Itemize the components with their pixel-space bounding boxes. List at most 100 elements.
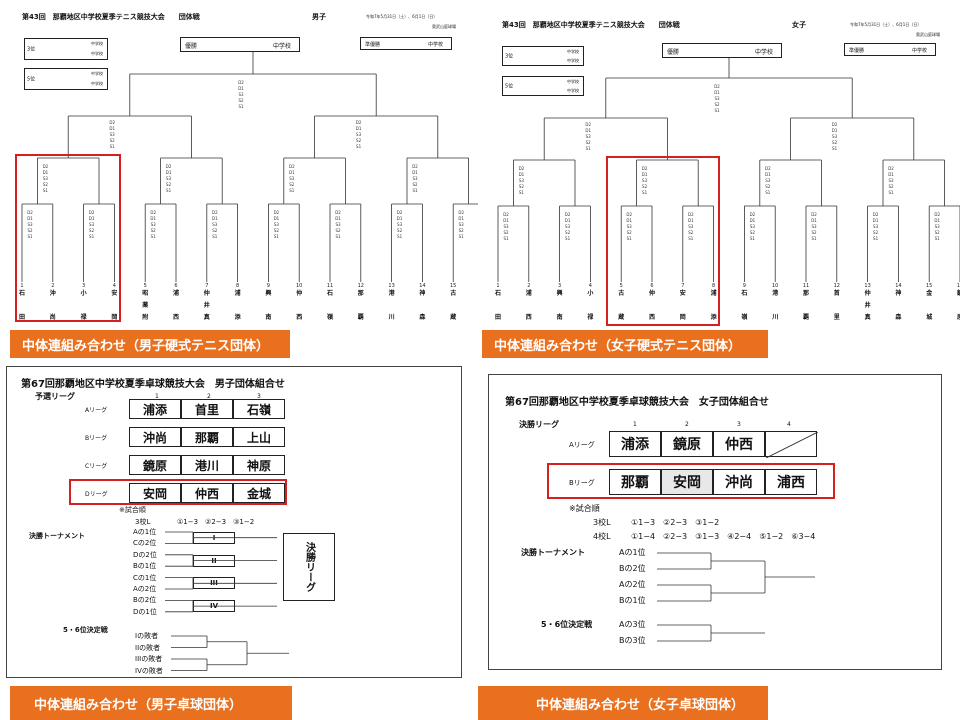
match-score-s1: S1 — [274, 234, 280, 239]
school-top-char: 浦 — [173, 289, 179, 297]
match-score-s3: S3 — [89, 222, 95, 227]
womens-tt-team-cell: 鏡原 — [661, 431, 713, 457]
mens-tennis-gender: 男子 — [312, 13, 326, 21]
match-score-d2: D2 — [356, 120, 362, 125]
match-score-s3: S3 — [356, 132, 362, 137]
school-top-char: 浦 — [235, 289, 241, 297]
match-score-s1: S1 — [335, 234, 341, 239]
match-score-s3: S3 — [811, 224, 817, 229]
womens-third-box: 3位 中学校 中学校 — [502, 46, 584, 66]
womens-tt-sheet: 第67回那覇地区中学校夏季卓球競技大会 女子団体組合せ 決勝リーグ 1 2 3 … — [488, 374, 942, 670]
match-score-d2: D2 — [642, 166, 648, 171]
womens-runnerup-box: 準優勝 中学校 — [844, 43, 936, 56]
match-score-d2: D2 — [212, 210, 218, 215]
match-score-d1: D1 — [274, 216, 280, 221]
match-score-s3: S3 — [565, 224, 571, 229]
school-bot-char: 川 — [388, 314, 395, 321]
womens-tt-league-label: Bリーグ — [569, 479, 595, 487]
school-top-char: 仲 — [296, 289, 302, 297]
mens-tt-slot: Bの1位 — [133, 562, 157, 571]
match-score-d1: D1 — [89, 216, 95, 221]
match-score-s1: S1 — [212, 234, 218, 239]
mens-third-school-2: 中学校 — [91, 51, 103, 56]
mens-tt-order-note: ※試合順 — [119, 506, 146, 514]
match-score-s1: S1 — [627, 236, 633, 241]
mens-tt-team-cell: 安岡 — [129, 483, 181, 503]
womens-third-label: 3位 — [505, 53, 514, 60]
mens-tt-final-league-label: 決勝リーグ — [303, 542, 315, 592]
slot-number: 7 — [681, 283, 684, 289]
womens-tennis-date: 令和7年5月31日（土）、6月1日（日） — [850, 22, 922, 27]
match-score-d2: D2 — [626, 212, 632, 217]
match-score-d2: D2 — [27, 210, 33, 215]
match-score-s2: S2 — [688, 230, 694, 235]
mens-champion-box: 優勝 中学校 — [180, 37, 300, 52]
mens-tt-title: 第67回那覇地区中学校夏季卓球競技大会 男子団体組合せ — [21, 379, 285, 390]
match-score-d1: D1 — [166, 170, 172, 175]
mens-tt-league-label: Dリーグ — [85, 491, 108, 498]
slot-number: 8 — [236, 283, 239, 289]
school-top-char: 石 — [740, 290, 747, 297]
womens-fifth-label: 5位 — [505, 83, 514, 90]
match-score-d1: D1 — [642, 172, 648, 177]
match-score-d2: D2 — [274, 210, 280, 215]
match-score-s2: S2 — [503, 230, 509, 235]
match-score-s2: S2 — [289, 182, 295, 187]
mens-tt-col-2: 2 — [207, 393, 211, 400]
womens-tt-bracket-lines — [657, 552, 815, 642]
match-score-s3: S3 — [166, 176, 172, 181]
slot-number: 10 — [296, 283, 302, 289]
match-score-d2: D2 — [503, 212, 509, 217]
match-score-d2: D2 — [888, 166, 894, 171]
mens-tennis-footer: 中体連組み合わせ（男子硬式テニス団体） — [10, 330, 290, 358]
match-score-s1: S1 — [750, 236, 756, 241]
mens-tt-order-seq: ①1−3 ②2−3 ③1−2 — [177, 518, 255, 526]
match-score-d2: D2 — [43, 164, 49, 169]
match-score-d2: D2 — [335, 210, 341, 215]
match-score-d2: D2 — [750, 212, 756, 217]
slot-number: 7 — [205, 283, 208, 289]
slot-number: 6 — [650, 283, 653, 289]
womens-tt-footer: 中体連組み合わせ（女子卓球団体） — [478, 686, 768, 720]
mens-tt-slot: Cの1位 — [133, 573, 157, 582]
match-score-d1: D1 — [289, 170, 295, 175]
womens-tt-col-2: 2 — [685, 421, 689, 428]
match-score-s3: S3 — [642, 178, 648, 183]
match-score-s2: S2 — [335, 228, 341, 233]
school-bot-char: 真 — [204, 313, 210, 321]
womens-tt-team-cell: 仲西 — [713, 431, 765, 457]
match-score-s2: S2 — [811, 230, 817, 235]
school-bot-char: 西 — [649, 313, 655, 321]
school-top-char: 神 — [419, 289, 425, 297]
match-score-s3: S3 — [289, 176, 295, 181]
mens-tt-loser-slot: IIの敗者 — [135, 643, 161, 652]
mens-tt-team-cell: 那覇 — [181, 427, 233, 447]
match-score-d1: D1 — [688, 218, 694, 223]
match-score-d2: D2 — [519, 166, 525, 171]
mens-fifth-box: 5位 中学校 中学校 — [24, 68, 108, 90]
mens-fifth-school-2: 中学校 — [91, 81, 103, 86]
mens-tennis-sheet: 第43回 那覇地区中学校夏季テニス競技大会 団体戦 男子 令和7年5月31日（土… — [0, 0, 478, 328]
school-bot-char: 嶺 — [741, 313, 748, 321]
match-score-d2: D2 — [89, 210, 95, 215]
school-bot-char: 附 — [142, 313, 148, 321]
mens-champion-label: 優勝 — [185, 43, 198, 50]
final-score-s2: S2 — [238, 98, 244, 103]
womens-tennis-title: 第43回 那覇地区中学校夏季テニス競技大会 団体戦 — [502, 21, 680, 29]
school-top-char: 石 — [494, 290, 501, 297]
school-bot-char: 西 — [173, 313, 179, 321]
match-score-s2: S2 — [832, 140, 838, 145]
mens-tt-team-cell: 浦添 — [129, 399, 181, 419]
school-top-char: 石 — [326, 290, 333, 297]
match-score-s3: S3 — [151, 222, 157, 227]
school-top-char: 古 — [450, 289, 456, 297]
match-score-d2: D2 — [412, 164, 418, 169]
womens-tt-order-4: 4校L — [593, 532, 611, 541]
match-score-s1: S1 — [289, 188, 295, 193]
womens-tt-fifth-slot: Aの3位 — [619, 620, 646, 629]
mens-tt-league-label: Bリーグ — [85, 435, 108, 442]
match-score-s3: S3 — [688, 224, 694, 229]
match-score-d1: D1 — [458, 216, 464, 221]
match-score-s2: S2 — [151, 228, 157, 233]
womens-tt-col-3: 3 — [737, 421, 741, 428]
